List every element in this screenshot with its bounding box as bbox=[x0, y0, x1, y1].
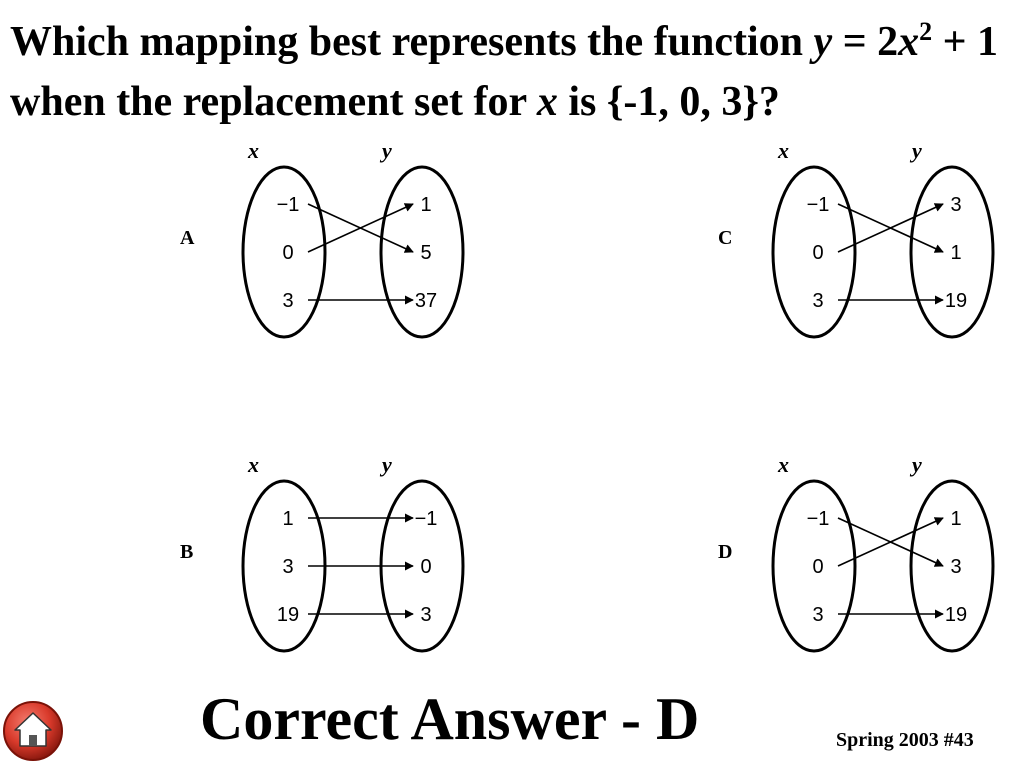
domain-oval bbox=[771, 479, 857, 653]
mapping-arrow bbox=[837, 203, 944, 253]
range-value: 37 bbox=[415, 290, 437, 312]
mapping-label-d: D bbox=[718, 541, 732, 563]
range-oval bbox=[909, 165, 995, 339]
mapping-label-b: B bbox=[180, 541, 193, 563]
range-oval bbox=[909, 479, 995, 653]
y-header: y bbox=[909, 452, 922, 477]
range-value: 3 bbox=[950, 194, 961, 216]
range-value: 3 bbox=[950, 556, 961, 578]
y-header: y bbox=[379, 452, 392, 477]
range-value: 19 bbox=[945, 290, 967, 312]
mapping-b: Bx y 1 3 19 −1 0 3 bbox=[180, 452, 465, 653]
mapping-label-c: C bbox=[718, 227, 732, 249]
x-header: x bbox=[247, 138, 259, 163]
home-button[interactable] bbox=[2, 699, 64, 763]
domain-value: 3 bbox=[282, 556, 293, 578]
mapping-a: Ax y −1 0 3 1 5 37 bbox=[180, 138, 465, 339]
domain-value: 3 bbox=[812, 290, 823, 312]
source-citation: Spring 2003 #43 bbox=[836, 729, 974, 751]
domain-value: 0 bbox=[812, 556, 823, 578]
domain-value: 19 bbox=[277, 604, 299, 626]
mapping-c: Cx y −1 0 3 3 1 19 bbox=[718, 138, 995, 339]
y-header: y bbox=[379, 138, 392, 163]
range-value: 5 bbox=[420, 242, 431, 264]
domain-value: 3 bbox=[282, 290, 293, 312]
range-value: 19 bbox=[945, 604, 967, 626]
mapping-d: Dx y −1 0 3 1 3 19 bbox=[718, 452, 995, 653]
domain-oval bbox=[771, 165, 857, 339]
mapping-label-a: A bbox=[180, 227, 195, 249]
range-value: 1 bbox=[950, 242, 961, 264]
range-value: 1 bbox=[420, 194, 431, 216]
home-icon bbox=[3, 701, 63, 761]
domain-value: 1 bbox=[282, 508, 293, 530]
range-oval bbox=[379, 165, 465, 339]
mapping-arrow bbox=[307, 203, 414, 253]
domain-oval bbox=[241, 165, 327, 339]
range-value: 0 bbox=[420, 556, 431, 578]
question-text: Which mapping best represents the functi… bbox=[10, 17, 999, 126]
mapping-arrow bbox=[837, 517, 944, 567]
range-value: 1 bbox=[950, 508, 961, 530]
domain-value: −1 bbox=[807, 194, 830, 216]
domain-value: 3 bbox=[812, 604, 823, 626]
y-header: y bbox=[909, 138, 922, 163]
domain-value: −1 bbox=[807, 508, 830, 530]
range-value: 3 bbox=[420, 604, 431, 626]
domain-value: −1 bbox=[277, 194, 300, 216]
domain-value: 0 bbox=[282, 242, 293, 264]
correct-answer: Correct Answer - D bbox=[200, 686, 700, 752]
range-value: −1 bbox=[415, 508, 438, 530]
domain-value: 0 bbox=[812, 242, 823, 264]
x-header: x bbox=[777, 452, 789, 477]
x-header: x bbox=[247, 452, 259, 477]
x-header: x bbox=[777, 138, 789, 163]
